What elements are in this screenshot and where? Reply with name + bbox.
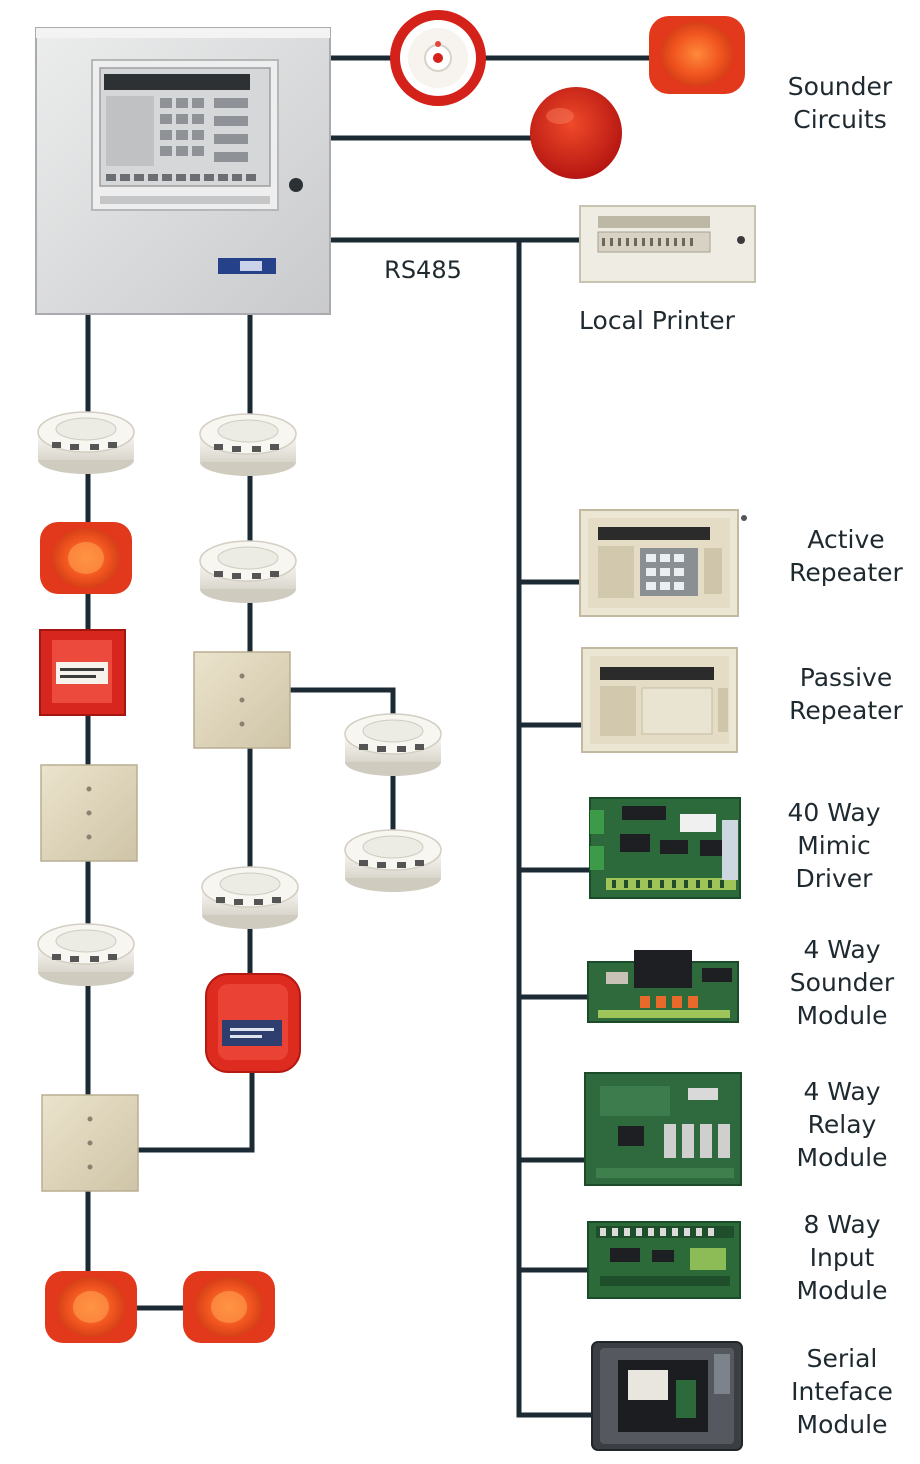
sounder-icon (40, 522, 132, 594)
smoke-detector-icon (37, 411, 135, 475)
circuit-board-icon (584, 1072, 742, 1186)
label-sounder-circuits: Sounder Circuits (787, 72, 893, 134)
bell-icon (390, 10, 486, 106)
label-input-module: 8 Way Input Module (796, 1210, 888, 1305)
sounder-icon (183, 1271, 275, 1343)
circuit-board-icon (587, 950, 739, 1023)
label-passive-repeater: Passive Repeater (789, 663, 903, 725)
label-relay-module: 4 Way Relay Module (796, 1077, 888, 1172)
smoke-detector-icon (199, 540, 297, 604)
label-serial-interface-module: Serial Inteface Module (791, 1344, 893, 1439)
label-active-repeater: Active Repeater (789, 525, 903, 587)
repeater-panel-icon (579, 509, 747, 617)
label-local-printer: Local Printer (579, 306, 735, 335)
smoke-detector-icon (344, 713, 442, 777)
interface-module-icon (40, 764, 138, 862)
label-mimic-driver: 40 Way Mimic Driver (787, 798, 881, 893)
smoke-detector-icon (199, 413, 297, 477)
circuit-board-icon (589, 797, 741, 899)
smoke-detector-icon (344, 829, 442, 893)
sounder-icon (45, 1271, 137, 1343)
circuit-board-icon (587, 1221, 741, 1299)
serial-module-icon (591, 1341, 743, 1451)
sounder-icon (649, 16, 745, 94)
beacon-icon (530, 87, 622, 179)
interface-module-icon (193, 651, 291, 749)
label-sounder-module: 4 Way Sounder Module (789, 935, 895, 1030)
smoke-detector-icon (201, 866, 299, 930)
printer-icon (579, 205, 756, 283)
repeater-panel-icon (581, 647, 738, 753)
call-point-icon (205, 973, 301, 1073)
control-panel-icon (35, 27, 331, 315)
label-rs485: RS485 (384, 256, 462, 284)
interface-module-icon (41, 1094, 139, 1192)
call-point-icon (39, 629, 126, 716)
smoke-detector-icon (37, 923, 135, 987)
